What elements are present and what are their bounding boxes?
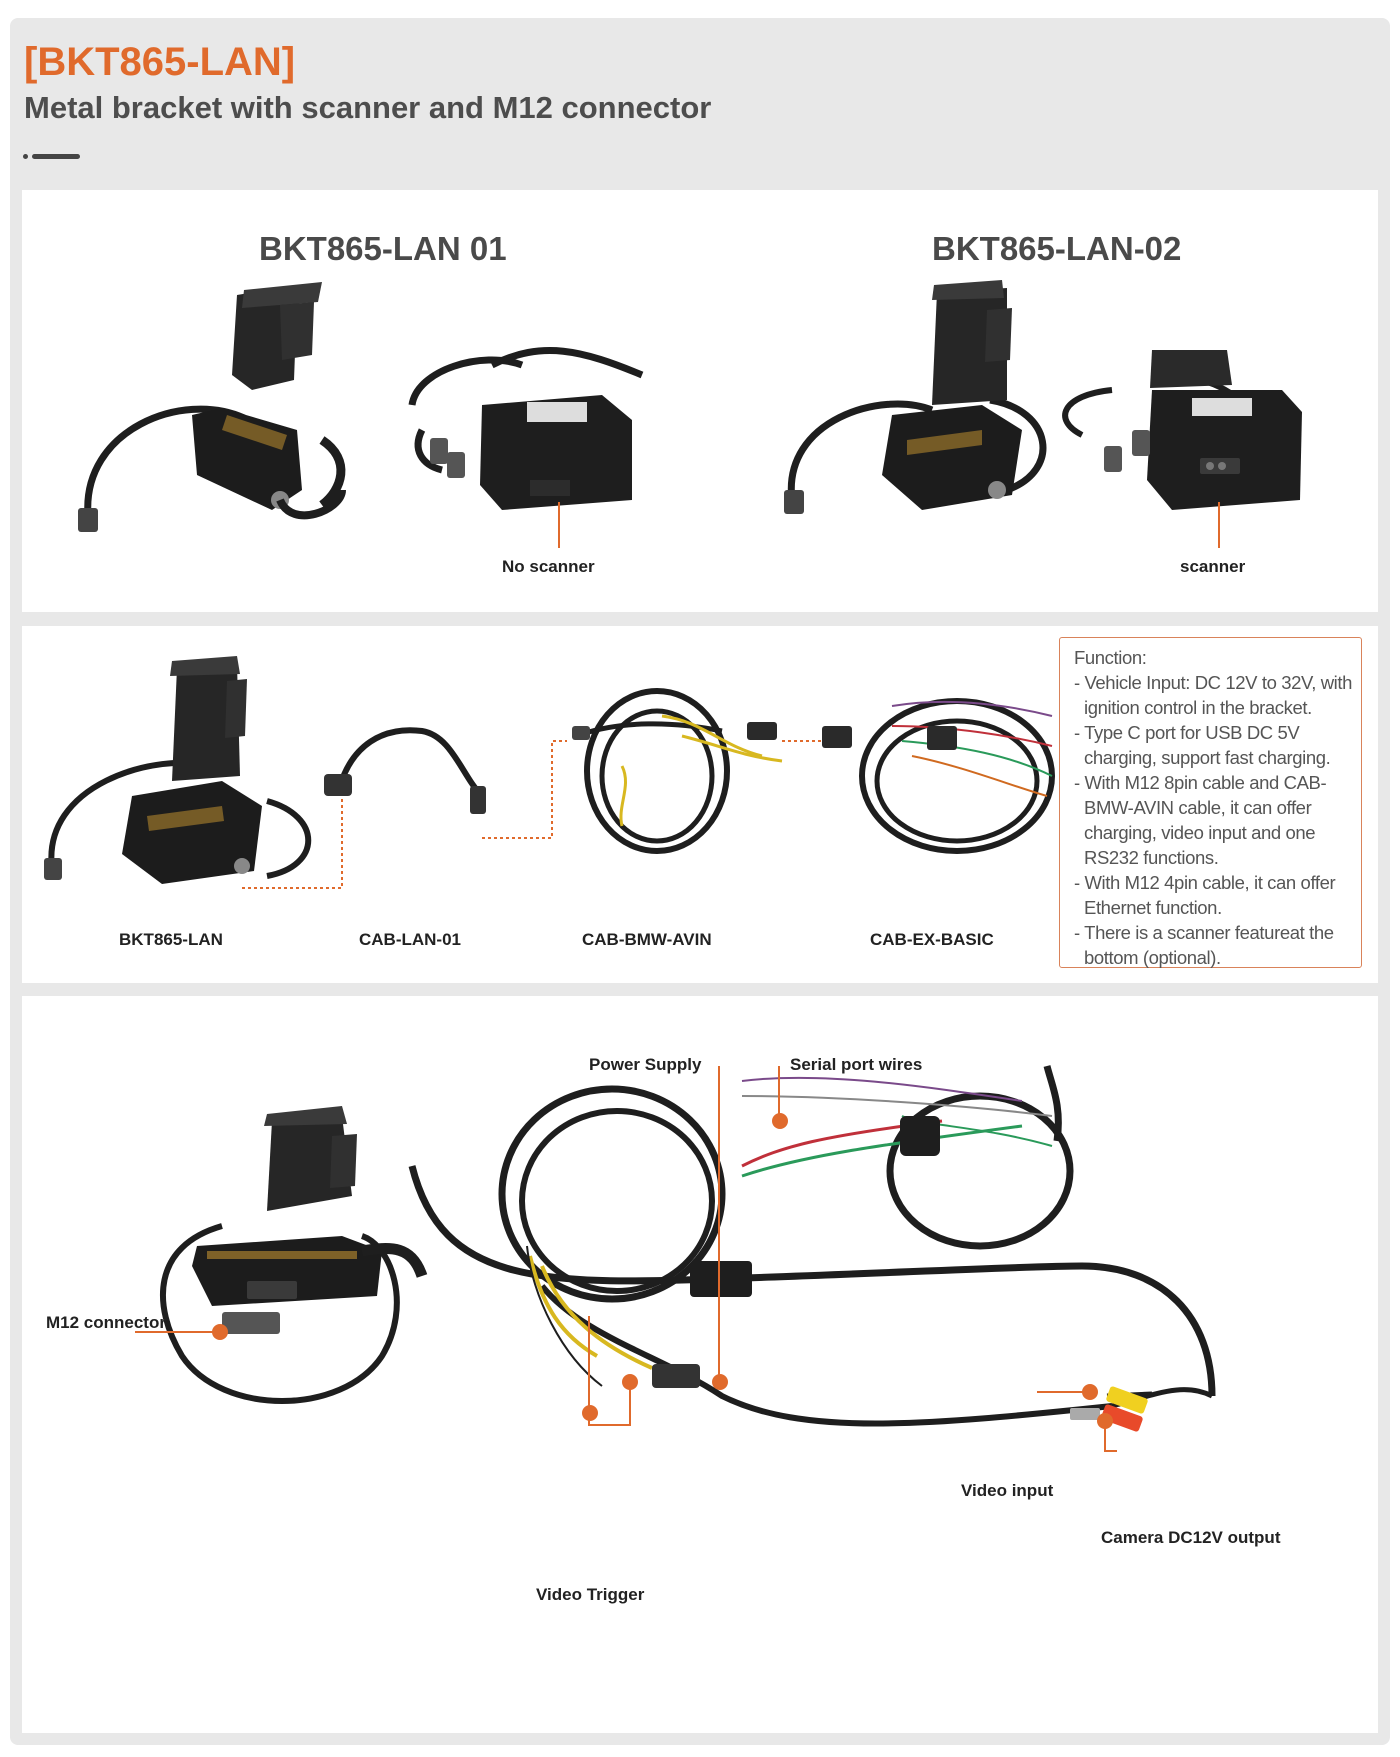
module-02-image — [1062, 350, 1302, 510]
wiring-bracket-image — [192, 1106, 428, 1334]
scanner-label: scanner — [1180, 557, 1246, 576]
separator-dot — [23, 154, 28, 159]
variants-panel: BKT865-LAN 01 BKT865-LAN-02 — [22, 190, 1378, 612]
function-item: - With M12 4pin cable, it can offer Ethe… — [1074, 872, 1336, 918]
cab-lan-01-image — [324, 727, 486, 814]
m12-connector-image — [222, 1312, 280, 1334]
module-01-image — [408, 347, 644, 510]
wiring-cables — [160, 1065, 1216, 1427]
serial-wires — [741, 1076, 1053, 1178]
function-item: - Type C port for USB DC 5V charging, su… — [1074, 722, 1331, 768]
diagram-leaders — [135, 1066, 1117, 1452]
variant-01-title: BKT865-LAN 01 — [259, 230, 507, 267]
cab-ex-basic-image — [822, 698, 1055, 854]
function-list: - Vehicle Input: DC 12V to 32V, with ign… — [1074, 670, 1361, 970]
power-fuse-holder — [900, 1116, 940, 1156]
video-trigger-label: Video Trigger — [536, 1585, 645, 1604]
camera-output-label: Camera DC12V output — [1101, 1528, 1281, 1547]
kit-label-basic: CAB-EX-BASIC — [870, 930, 994, 949]
function-box: Function: - Vehicle Input: DC 12V to 32V… — [1059, 637, 1362, 968]
kit-label-avin: CAB-BMW-AVIN — [582, 930, 712, 949]
inline-fuse-box — [690, 1261, 752, 1297]
function-item: - Vehicle Input: DC 12V to 32V, with ign… — [1074, 672, 1353, 718]
separator-line — [32, 154, 80, 159]
link-lan-avin — [482, 740, 567, 839]
serial-port-label: Serial port wires — [790, 1055, 923, 1074]
kit-illustration — [44, 656, 1055, 889]
no-scanner-label: No scanner — [502, 557, 595, 576]
kit-label-bracket: BKT865-LAN — [119, 930, 223, 949]
variant-02-title: BKT865-LAN-02 — [932, 230, 1182, 267]
function-item: - With M12 8pin cable and CAB-BMW-AVIN c… — [1074, 772, 1327, 868]
power-supply-label: Power Supply — [589, 1055, 702, 1074]
bracket-02-image — [784, 280, 1047, 514]
video-input-label: Video input — [961, 1481, 1054, 1500]
m12-connector-label: M12 connector — [46, 1313, 166, 1332]
page-subtitle: Metal bracket with scanner and M12 conne… — [24, 90, 712, 125]
wiring-diagram — [135, 1065, 1216, 1452]
camera-output-leader — [1104, 1421, 1117, 1452]
kit-panel: BKT865-LAN CAB-LAN-01 CAB-BMW-AVIN CAB-E… — [22, 626, 1378, 983]
kit-label-lan: CAB-LAN-01 — [359, 930, 461, 949]
variants-illustration — [78, 280, 1302, 548]
video-trigger-leader — [588, 1316, 631, 1426]
wiring-panel: Power Supply Serial port wires M12 conne… — [22, 996, 1378, 1733]
function-item: - There is a scanner featureat the botto… — [1074, 922, 1334, 968]
function-heading: Function: — [1074, 647, 1147, 668]
m12-inline-connector — [652, 1364, 700, 1388]
cab-bmw-avin-image — [572, 688, 783, 854]
link-bracket-lan — [242, 791, 343, 889]
page-title: [BKT865-LAN] — [24, 40, 296, 84]
rca-connectors — [1070, 1386, 1148, 1432]
kit-bracket-image — [44, 656, 312, 884]
bracket-01-image — [78, 282, 346, 532]
